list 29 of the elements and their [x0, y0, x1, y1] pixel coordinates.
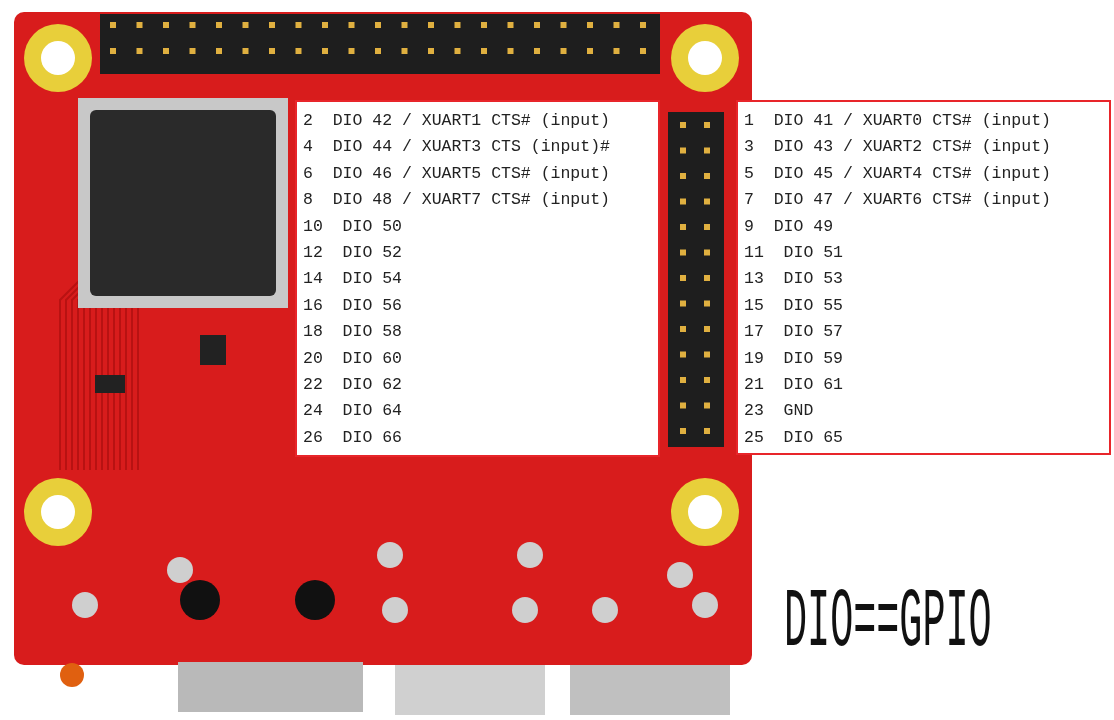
pin-label: 23 GND [744, 400, 814, 423]
pin-label: 11 DIO 51 [744, 241, 844, 264]
pin-label: 18 DIO 58 [303, 321, 403, 344]
pin-label: 3 DIO 43 / XUART2 CTS# (input) [744, 136, 1051, 159]
pin-label: 7 DIO 47 / XUART6 CTS# (input) [744, 189, 1051, 212]
pin-label: 2 DIO 42 / XUART1 CTS# (input) [303, 110, 610, 132]
pin-label: 26 DIO 66 [303, 426, 403, 449]
pin-label: 20 DIO 60 [303, 347, 403, 370]
pin-label: 12 DIO 52 [303, 241, 403, 264]
pin-label: 16 DIO 56 [303, 294, 403, 317]
pin-label: 10 DIO 50 [303, 215, 403, 238]
pin-label: 4 DIO 44 / XUART3 CTS (input)# [303, 136, 610, 159]
pinout-box [736, 100, 1111, 455]
pin-label: 14 DIO 54 [303, 268, 403, 291]
pin-label: 8 DIO 48 / XUART7 CTS# (input) [303, 189, 610, 212]
pin-label: 6 DIO 46 / XUART5 CTS# (input) [303, 162, 610, 185]
note-text: DIO==GPIO [784, 582, 992, 666]
pin-label: 1 DIO 41 / XUART0 CTS# (input) [744, 110, 1051, 132]
pin-label: 5 DIO 45 / XUART4 CTS# (input) [744, 162, 1051, 185]
pin-label: 21 DIO 61 [744, 373, 844, 396]
pin-label: 15 DIO 55 [744, 294, 844, 317]
pin-label: 9 DIO 49 [744, 215, 834, 238]
pin-label: 17 DIO 57 [744, 321, 844, 344]
pin-label: 19 DIO 59 [744, 347, 844, 370]
pin-label: 13 DIO 53 [744, 268, 844, 291]
pin-label: 22 DIO 62 [303, 373, 403, 396]
pin-label: 25 DIO 65 [744, 426, 844, 449]
pin-label: 24 DIO 64 [303, 400, 403, 423]
pinout-box [295, 100, 660, 457]
